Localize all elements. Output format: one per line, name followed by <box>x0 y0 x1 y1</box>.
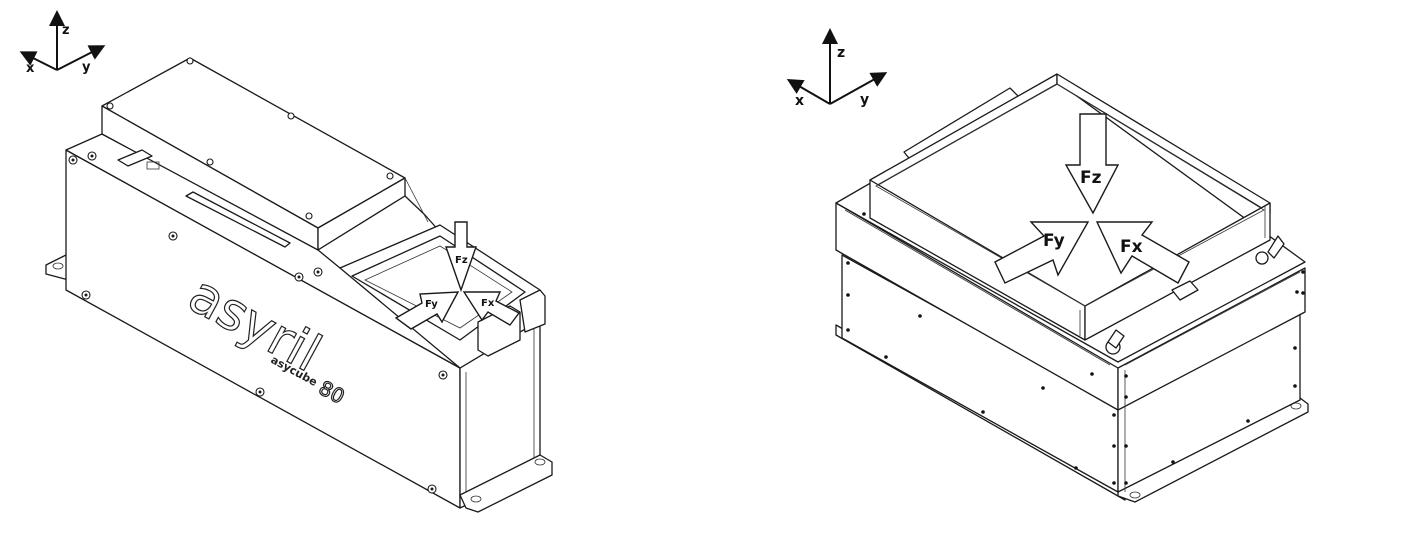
left-connector-slot <box>185 191 291 248</box>
left-device: asyril asycube 80 Fz Fy Fx <box>45 57 553 513</box>
right-latch <box>1171 280 1199 301</box>
right-fz-arrow <box>1064 113 1120 215</box>
left-axis-triad: z x y <box>19 10 106 76</box>
right-fy-arrow <box>994 221 1090 284</box>
right-rivets <box>846 212 1305 485</box>
left-side-screws <box>68 151 448 494</box>
right-axis-z-label: z <box>837 45 845 61</box>
left-label-plate <box>117 149 153 167</box>
right-force-arrows: Fz Fy Fx <box>994 113 1190 284</box>
left-axis-y-label: y <box>82 60 91 75</box>
left-base-flange-front <box>459 454 553 513</box>
right-device: Fz Fy Fx <box>835 73 1309 503</box>
left-fy-arrow <box>394 291 460 330</box>
left-fx-arrow <box>462 291 521 326</box>
left-fx-label: Fx <box>481 298 495 309</box>
right-axis-triad: z x y <box>786 28 888 109</box>
left-axis-x-label: x <box>26 61 35 76</box>
right-axis-x-label: x <box>795 93 804 109</box>
right-fz-label: Fz <box>1080 168 1102 188</box>
right-axis-y-label: y <box>860 92 869 108</box>
left-fy-label: Fy <box>425 299 438 310</box>
right-knob-rear <box>1255 251 1269 265</box>
right-fy-label: Fy <box>1043 231 1065 251</box>
right-fx-label: Fx <box>1120 237 1143 257</box>
left-fz-arrow <box>445 221 477 293</box>
left-axis-z-label: z <box>62 23 70 38</box>
left-fz-label: Fz <box>455 255 468 266</box>
left-force-arrows: Fz Fy Fx <box>394 221 521 330</box>
right-upper-front-band <box>1117 267 1306 411</box>
right-fx-arrow <box>1095 221 1190 284</box>
